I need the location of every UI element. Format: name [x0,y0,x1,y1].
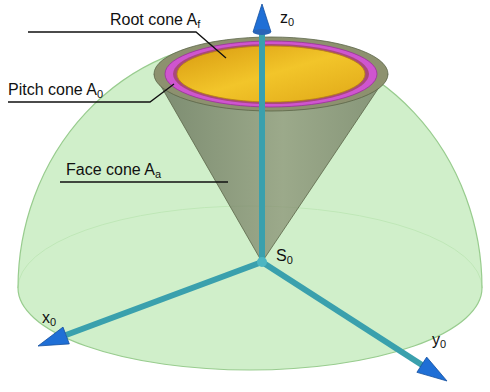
pitch-cone-rim [165,41,377,107]
subscript: 0 [440,338,446,350]
pitch-root-band [173,44,369,104]
root-cone [177,46,365,102]
part-label: Root cone Af [110,10,200,29]
y-axis [262,262,422,365]
subscript: 0 [287,254,293,266]
part-label: x0 [42,308,56,327]
subscript: 0 [50,316,56,328]
z-arrowhead-base [253,29,271,35]
part-label: Pitch cone A0 [8,80,103,99]
z-arrowhead [253,4,271,32]
face-cone-rim [154,37,388,111]
z-axis [259,31,265,262]
part-label: Face cone Aa [66,160,161,179]
subscript: 0 [97,88,103,100]
leader-line [28,32,226,58]
x-arrowhead [38,327,69,346]
x-axis [66,262,262,335]
part-label: z0 [280,8,294,27]
subscript: 0 [288,16,294,28]
subscript: f [197,18,200,30]
part-label: y0 [432,330,446,349]
y-arrowhead [417,357,447,381]
part-label: S0 [276,246,293,265]
origin-joint [257,257,267,267]
leader-line [60,181,228,182]
subscript: a [155,168,161,180]
